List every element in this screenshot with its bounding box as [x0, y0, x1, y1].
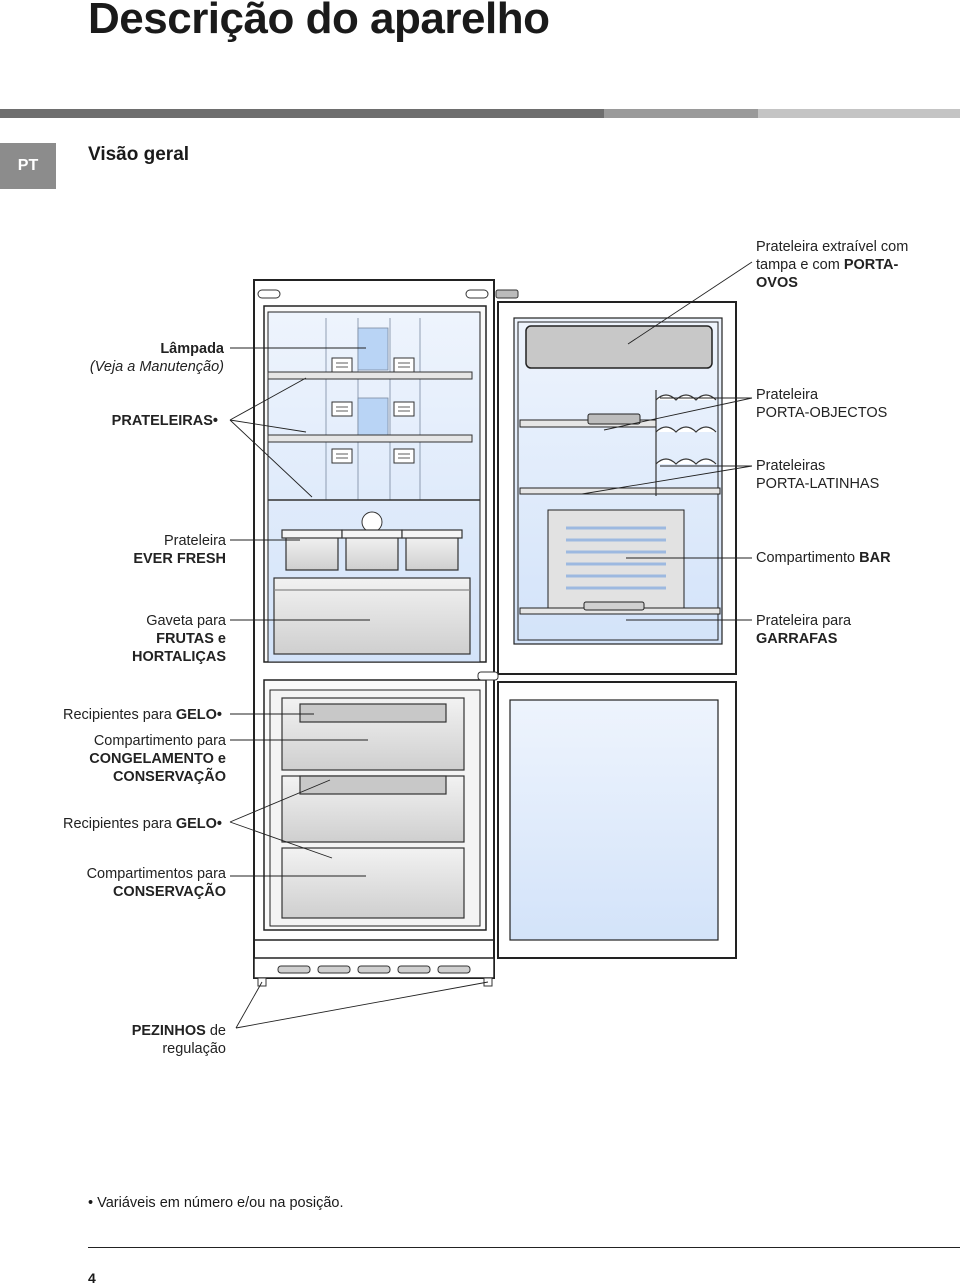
- header-bar-mid: [604, 109, 758, 118]
- ever-fresh-containers: [281, 529, 463, 571]
- door-hinge: [477, 671, 499, 681]
- label-porta-latinhas: Prateleiras PORTA-LATINHAS: [756, 458, 880, 492]
- fridge-door: [497, 301, 737, 675]
- page-number: 4: [88, 1270, 96, 1286]
- lamp-icon: [361, 511, 383, 533]
- leader-lines-left: [229, 347, 489, 1029]
- language-badge: PT: [0, 143, 56, 189]
- page-title: Descrição do aparelho: [88, 0, 550, 43]
- label-bar: Compartimento BAR: [756, 550, 891, 566]
- label-prateleiras: PRATELEIRAS•: [111, 413, 218, 429]
- label-gaveta: Gaveta para FRUTAS e HORTALIÇAS: [132, 613, 226, 665]
- can-racks: [655, 390, 717, 496]
- adjustable-feet: [257, 977, 493, 987]
- label-conservacao: Compartimentos para CONSERVAÇÃO: [86, 866, 226, 900]
- footnote: • Variáveis em número e/ou na posição.: [88, 1195, 344, 1211]
- label-ever-fresh: Prateleira EVER FRESH: [133, 533, 226, 567]
- label-pezinhos: PEZINHOS de regulação: [131, 1023, 226, 1057]
- shelves: [267, 371, 480, 501]
- label-garrafas: Prateleira para GARRAFAS: [756, 613, 852, 647]
- freezer-door: [497, 681, 737, 959]
- label-gelo-1: Recipientes para GELO•: [62, 707, 222, 723]
- base-vents: [277, 965, 471, 974]
- label-porta-objectos: Prateleira PORTA-OBJECTOS: [756, 387, 888, 421]
- freezer-drawers: [281, 697, 465, 919]
- leader-lines-right: [581, 261, 753, 621]
- header-bar-light: [758, 109, 960, 118]
- label-lampada: Lâmpada (Veja a Manutenção): [89, 341, 224, 375]
- label-congelamento: Compartimento para CONGELAMENTO e CONSER…: [89, 733, 226, 785]
- header-bar-dark: [0, 109, 604, 118]
- bar-compartment-slats: [566, 526, 666, 590]
- footer-rule: [88, 1247, 960, 1248]
- section-title: Visão geral: [88, 144, 190, 165]
- label-extraivel: Prateleira extraível com tampa e com POR…: [756, 239, 909, 291]
- label-gelo-2: Recipientes para GELO•: [62, 816, 222, 832]
- vent-icons: [331, 357, 415, 464]
- control-panel: [257, 289, 519, 299]
- vegetable-drawer: [273, 577, 471, 655]
- fridge-interior: [325, 318, 421, 500]
